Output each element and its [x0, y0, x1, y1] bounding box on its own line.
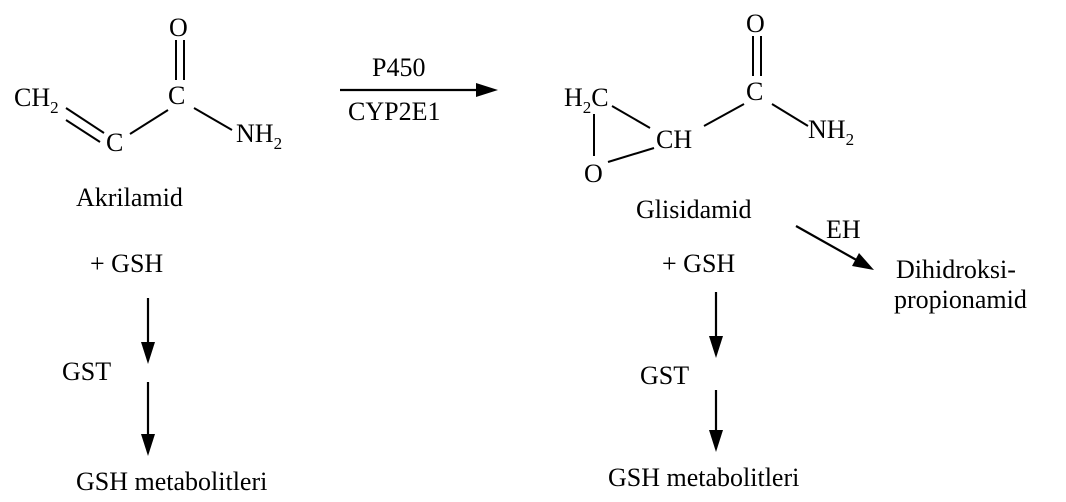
right-gsh-metabolites: GSH metabolitleri — [608, 463, 799, 492]
glycidamide-oxygen-label: O — [746, 9, 765, 38]
enzyme-eh-label: EH — [826, 215, 861, 244]
glycidamide-name: Glisidamid — [636, 195, 752, 224]
right-gsh-pathway: + GSH GST GSH metabolitleri — [608, 249, 799, 492]
acrylamide-structure: CH2 C C O NH2 Akrilamid — [14, 13, 282, 212]
glycidamide-c-carbonyl-label: C — [746, 77, 763, 106]
left-arrow-1-head — [141, 342, 155, 364]
glycidamide-chain-bond — [703, 103, 745, 127]
left-gsh-reagent: + GSH — [90, 249, 163, 278]
glycidamide-h2c-label: H2C — [564, 83, 609, 117]
glycidamide-epoxide-oxygen-label: O — [584, 159, 603, 188]
enzyme-cyp2e1-label: CYP2E1 — [348, 97, 440, 126]
glycidamide-ch-label: CH — [656, 125, 692, 154]
acrylamide-ch2-label: CH2 — [14, 83, 59, 117]
left-gsh-pathway: + GSH GST GSH metabolitleri — [62, 249, 267, 496]
acrylamide-c-carbonyl-label: C — [168, 81, 185, 110]
p450-conversion: P450 CYP2E1 — [340, 53, 498, 126]
glycidamide-ring-bond-bottom — [607, 147, 655, 163]
acrylamide-double-bond-2 — [65, 119, 101, 143]
acrylamide-c-alpha-label: C — [106, 128, 123, 157]
glycidamide-ring-bond-top — [611, 105, 651, 129]
dihydroxypropionamide-line2: propionamid — [894, 285, 1027, 314]
glycidamide-cn-bond — [771, 103, 809, 127]
hydrolysis-arrow-shaft — [795, 225, 861, 263]
left-gst-enzyme: GST — [62, 357, 111, 386]
conversion-arrow-head — [476, 83, 498, 97]
acrylamide-nh2-label: NH2 — [236, 119, 282, 153]
glycidamide-nh2-label: NH2 — [808, 115, 854, 149]
dihydroxypropionamide-line1: Dihidroksi- — [896, 255, 1016, 284]
right-gsh-reagent: + GSH — [662, 249, 735, 278]
right-arrow-2-head — [709, 430, 723, 452]
right-arrow-1-head — [709, 336, 723, 358]
left-arrow-2-head — [141, 434, 155, 456]
acrylamide-single-bond — [129, 109, 169, 135]
acrylamide-double-bond-1 — [65, 107, 105, 134]
acrylamide-cn-bond — [193, 107, 233, 131]
hydrolysis-arrow-head — [852, 253, 874, 270]
left-gsh-metabolites: GSH metabolitleri — [76, 467, 267, 496]
acrylamide-name: Akrilamid — [76, 183, 183, 212]
acrylamide-oxygen-label: O — [169, 13, 188, 42]
enzyme-p450-label: P450 — [372, 53, 425, 82]
eh-hydrolysis: EH Dihidroksi- propionamid — [795, 215, 1027, 314]
right-gst-enzyme: GST — [640, 361, 689, 390]
glycidamide-structure: H2C O CH C O NH2 Glisidamid — [564, 9, 854, 224]
